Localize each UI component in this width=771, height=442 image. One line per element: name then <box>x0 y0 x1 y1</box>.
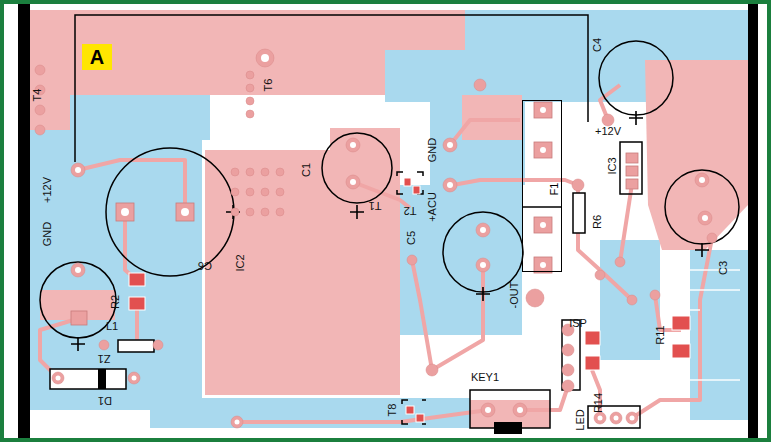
silkscreen-label: T8 <box>387 404 398 417</box>
callout-letter-box: A <box>82 44 112 70</box>
silkscreen-label: T2 <box>404 205 417 216</box>
silkscreen-label: T1 <box>369 200 382 211</box>
silkscreen-label: GND <box>42 222 53 246</box>
silkscreen-label: C6 <box>198 260 212 271</box>
silkscreen-label: GND <box>427 138 438 162</box>
part-name: F1 <box>549 183 560 196</box>
silkscreen-label: IC3 <box>607 157 618 174</box>
silkscreen-label: Z1 <box>98 353 111 364</box>
silkscreen-label: C3 <box>718 261 729 275</box>
silkscreen-label: L1 <box>106 321 118 332</box>
fuse-outline: F1 <box>522 100 562 272</box>
silkscreen-label: T6 <box>263 79 274 92</box>
callout-letter: A <box>90 47 104 67</box>
silkscreen-label: C5 <box>406 231 417 245</box>
silkscreen-label: R2 <box>110 295 121 309</box>
silkscreen-label: +12V <box>595 126 621 137</box>
silkscreen-label: R14 <box>593 393 604 413</box>
silkscreen-label: KEY1 <box>471 372 499 383</box>
silkscreen-label: R11 <box>655 325 666 344</box>
silkscreen-label: D1 <box>98 395 112 406</box>
silkscreen-label: ISP <box>569 318 587 329</box>
silkscreen-label: +ACU <box>427 192 438 222</box>
silkscreen-label: C4 <box>592 38 603 52</box>
silkscreen-label: IC2 <box>235 254 246 271</box>
silkscreen-label: -OUT <box>509 282 520 309</box>
silkscreen-label: T4 <box>32 89 43 102</box>
silkscreen-label: +12V <box>42 177 53 203</box>
silkscreen-label: C1 <box>301 163 312 177</box>
silkscreen-label: LED <box>575 409 586 430</box>
silkscreen-label: R6 <box>592 215 603 229</box>
